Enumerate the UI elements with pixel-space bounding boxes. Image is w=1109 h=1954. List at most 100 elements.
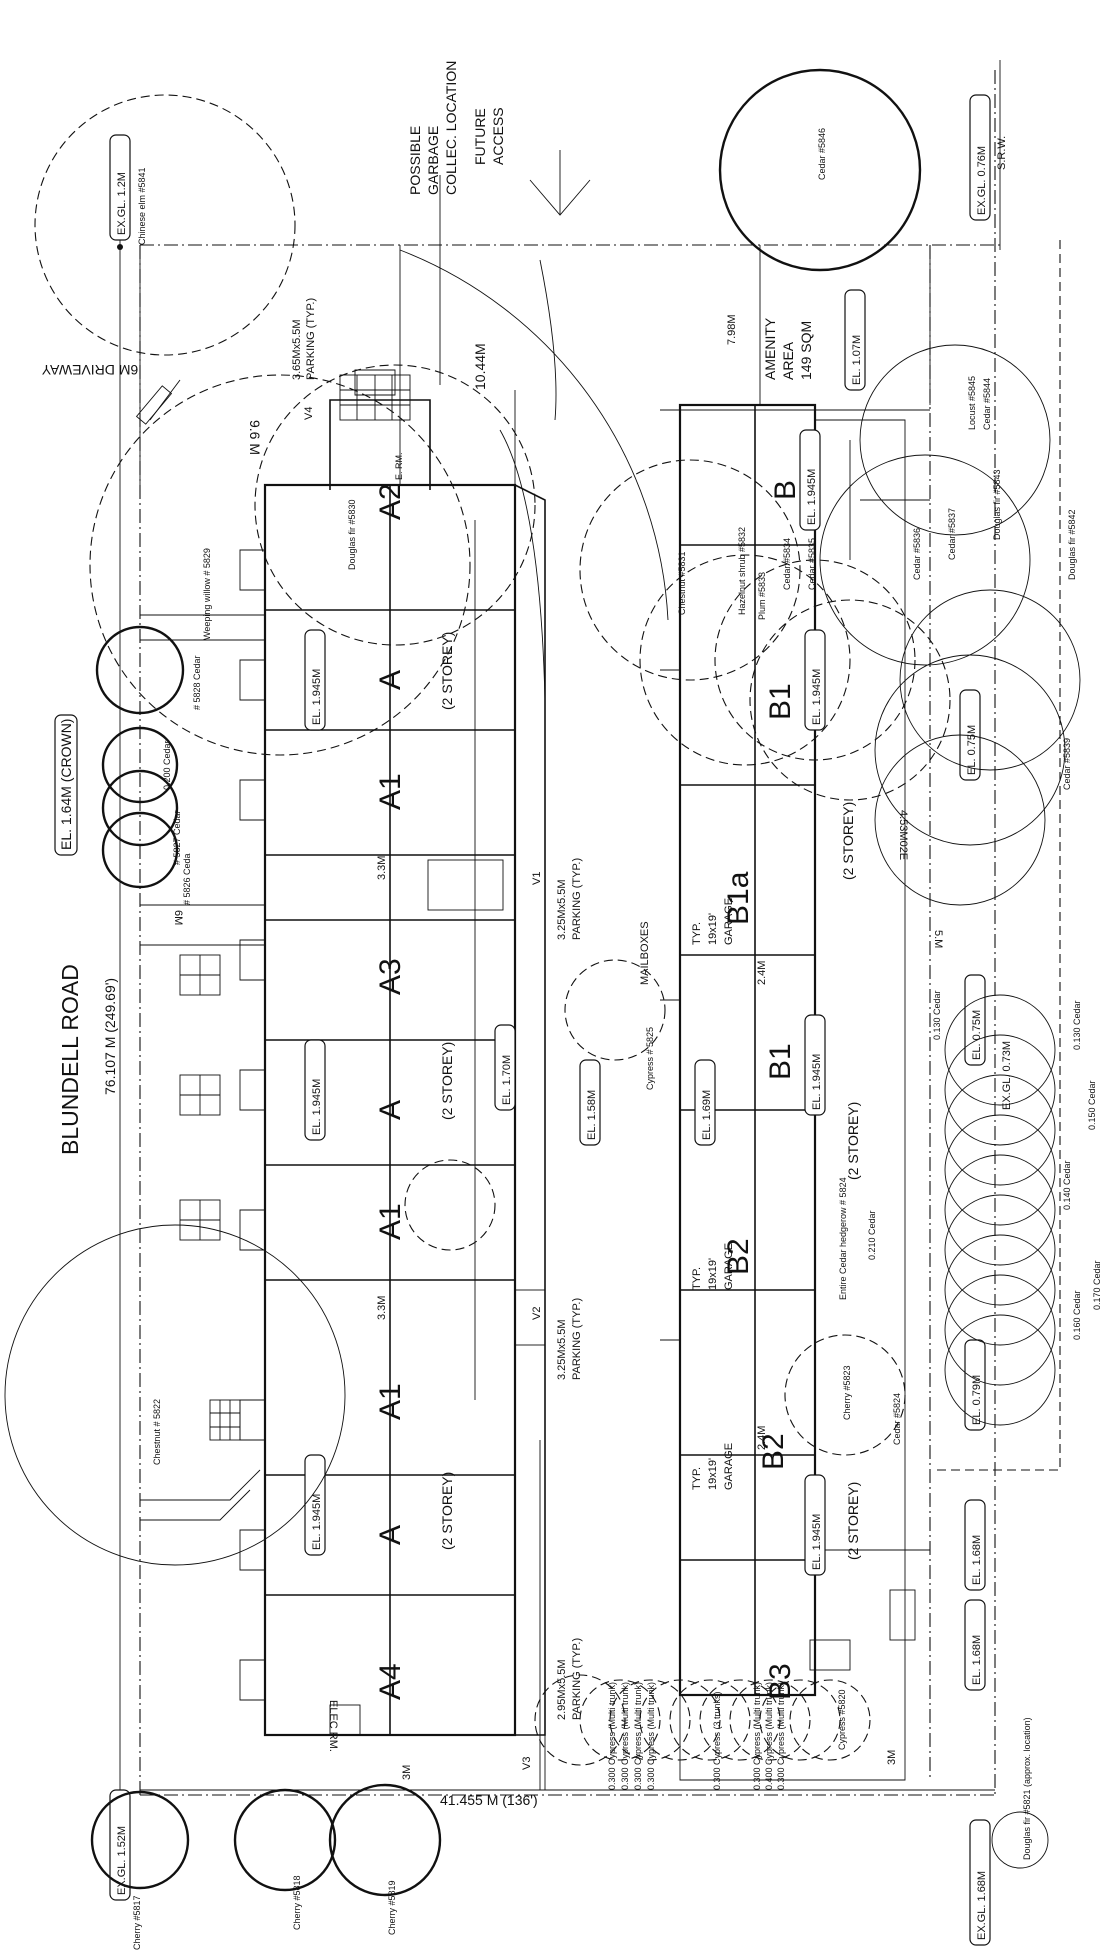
svg-text:0.300 Cypress (Multi trunk): 0.300 Cypress (Multi trunk) — [776, 1682, 786, 1790]
svg-text:PARKING (TYP.): PARKING (TYP.) — [571, 1298, 583, 1380]
svg-text:Cedar #5836: Cedar #5836 — [912, 528, 922, 580]
tree-cedar-5846-icon — [718, 68, 922, 272]
svg-text:AREA: AREA — [780, 341, 796, 380]
unit-row-a — [140, 369, 546, 1790]
svg-text:0.400 Cypress (Multi trunk): 0.400 Cypress (Multi trunk) — [764, 1682, 774, 1790]
svg-text:19x19': 19x19' — [707, 913, 719, 945]
dim-4-53: 4.53M02E — [897, 810, 909, 860]
parking-note-v1: 3.25Mx5.5M PARKING (TYP.) — [556, 858, 583, 940]
property-line — [139, 60, 1061, 1796]
svg-text:EL. 1.70M: EL. 1.70M — [501, 1055, 513, 1105]
dim-9-6: 9.6 M — [247, 420, 263, 455]
parking-note-top: 3.65Mx5.5M — [291, 319, 303, 380]
frontage-dimension: 76.107 M (249.69') — [102, 978, 118, 1095]
unit-a1-label: A1 — [374, 1203, 407, 1240]
unit-b1a-label: B1a — [722, 871, 755, 925]
dim-3m: 3M — [401, 1765, 413, 1780]
svg-text:Douglas fir #5843: Douglas fir #5843 — [992, 469, 1002, 540]
svg-text:PARKING (TYP.): PARKING (TYP.) — [305, 298, 317, 380]
dim-2-4: 2.4M — [756, 1426, 768, 1450]
svg-text:EL. 1.945M: EL. 1.945M — [311, 1494, 323, 1550]
svg-text:0.300 Cypress (Multi trunk): 0.300 Cypress (Multi trunk) — [620, 1682, 630, 1790]
svg-text:EX.GL. 1.52M: EX.GL. 1.52M — [116, 1826, 128, 1895]
svg-text:TYP.: TYP. — [691, 1467, 703, 1490]
amenity-area: AMENITY AREA 149 SQM — [762, 317, 814, 380]
svg-text:0.200 Cedar: 0.200 Cedar — [162, 740, 172, 790]
unit-a-label: A — [374, 670, 407, 690]
unit-a3-label: A3 — [374, 958, 407, 995]
dim-3-3: 3.3M — [376, 1296, 388, 1320]
svg-text:19x19': 19x19' — [707, 1458, 719, 1490]
elec-room-label: E. RM. — [394, 452, 404, 480]
svg-text:Cherry #5819: Cherry #5819 — [387, 1880, 397, 1935]
parking-note-v2: 3.25Mx5.5M PARKING (TYP.) — [556, 1298, 583, 1380]
svg-text:Cherry #5817: Cherry #5817 — [132, 1895, 142, 1950]
svg-text:Douglas fir #5842: Douglas fir #5842 — [1067, 509, 1077, 580]
svg-text:COLLEC. LOCATION: COLLEC. LOCATION — [443, 61, 459, 195]
svg-text:Weeping willow # 5829: Weeping willow # 5829 — [202, 548, 212, 640]
svg-text:3.25Mx5.5M: 3.25Mx5.5M — [556, 879, 568, 940]
unit-a1-label: A1 — [374, 1383, 407, 1420]
svg-text:EX.GL. 0.76M: EX.GL. 0.76M — [976, 146, 988, 215]
unit-b1-label: B1 — [764, 1043, 797, 1080]
svg-text:0.300 Cypress (Multi trunk): 0.300 Cypress (Multi trunk) — [607, 1682, 617, 1790]
svg-text:EL. 1.945M: EL. 1.945M — [311, 1079, 323, 1135]
dim-10-44: 10.44M — [472, 343, 488, 390]
dim-5m: 5.M — [932, 930, 944, 948]
svg-text:ACCESS: ACCESS — [490, 107, 506, 165]
unit-b2-label: B2 — [757, 1433, 790, 1470]
svg-text:149 SQM: 149 SQM — [798, 321, 814, 380]
svg-text:Entire Cedar hedgerow # 5824: Entire Cedar hedgerow # 5824 — [838, 1177, 848, 1300]
svg-text:EL. 0.75M: EL. 0.75M — [966, 725, 978, 775]
svg-text:EX.GL. 1.68M: EX.GL. 1.68M — [976, 1871, 988, 1940]
storey-label: (2 STOREY) — [840, 802, 856, 880]
unit-b1-label: B1 — [764, 683, 797, 720]
storey-label: (2 STOREY) — [845, 1482, 861, 1560]
unit-a2-label: A2 — [374, 483, 407, 520]
dim-3-3: 3.3M — [376, 856, 388, 880]
road-crown-elevation: EL. 1.64M (CROWN) — [58, 719, 74, 850]
garage-labels: TYP. 19x19' GARAGE TYP. 19x19' GARAGE TY… — [691, 898, 735, 1490]
unit-a4-label: A4 — [374, 1663, 407, 1700]
storey-label: (2 STOREY) — [439, 1042, 455, 1120]
svg-text:Douglas fir #5830: Douglas fir #5830 — [347, 499, 357, 570]
storey-labels: (2 STOREY) (2 STOREY) (2 STOREY) (2 STOR… — [439, 632, 861, 1560]
svg-text:EL. 1.69M: EL. 1.69M — [701, 1090, 713, 1140]
svg-text:EL. 1.945M: EL. 1.945M — [311, 669, 323, 725]
svg-text:EL. 1.68M: EL. 1.68M — [971, 1535, 983, 1585]
unit-row-b — [660, 245, 931, 1781]
dimensions: 3.3M 3.3M 6M 3M 2.4M 2.4M 7.98M 5.M 4.53… — [172, 314, 944, 1780]
dim-7-98: 7.98M — [726, 314, 738, 345]
tree-chestnut-icon — [4, 1224, 346, 1566]
side-dimension: 41.455 M (136') — [440, 1792, 538, 1808]
svg-text:GARBAGE: GARBAGE — [425, 126, 441, 195]
svg-text:2.95Mx5.5M: 2.95Mx5.5M — [556, 1659, 568, 1720]
unit-b-labels: B B1 B1a B1 B2 B2 B3 — [722, 480, 802, 1700]
top-area: 6M DRIVEWAY FUTURE ACCESS POSSIBLE GARBA… — [41, 61, 591, 485]
amenity-elevation: EL. 1.07M — [851, 335, 863, 385]
svg-text:GARAGE: GARAGE — [723, 1443, 735, 1490]
visitor-stall-v2: V2 — [531, 1307, 543, 1320]
visitor-stall-v4: V4 — [303, 407, 315, 420]
svg-text:3.25Mx5.5M: 3.25Mx5.5M — [556, 1319, 568, 1380]
mailboxes-label: MAILBOXES — [639, 921, 651, 985]
svg-text:0.160 Cedar: 0.160 Cedar — [1072, 1290, 1082, 1340]
dim-6m: 6M — [172, 910, 184, 925]
svg-text:0.170 Cedar: 0.170 Cedar — [1092, 1260, 1102, 1310]
svg-text:Cedar #5844: Cedar #5844 — [982, 378, 992, 430]
svg-text:Chestnut # 5822: Chestnut # 5822 — [152, 1399, 162, 1465]
elec-room-label: ELEC RM. — [327, 1700, 339, 1752]
svg-text:EL. 1.58M: EL. 1.58M — [586, 1090, 598, 1140]
unit-a-label: A — [374, 1100, 407, 1120]
svg-text:Cherry #5818: Cherry #5818 — [292, 1875, 302, 1930]
svg-text:Cedar #5834: Cedar #5834 — [782, 538, 792, 590]
svg-text:Plum #5833: Plum #5833 — [757, 572, 767, 620]
dim-2-4: 2.4M — [756, 961, 768, 985]
future-access-label: FUTURE — [472, 108, 488, 165]
svg-text:0.300 Cypress (Multi trunk): 0.300 Cypress (Multi trunk) — [633, 1682, 643, 1790]
svg-text:EL. 1.945M: EL. 1.945M — [811, 1514, 823, 1570]
garbage-label: POSSIBLE — [407, 126, 423, 195]
svg-text:0.300 Cypress (Multi trunk): 0.300 Cypress (Multi trunk) — [752, 1682, 762, 1790]
svg-text:19x19': 19x19' — [707, 1258, 719, 1290]
